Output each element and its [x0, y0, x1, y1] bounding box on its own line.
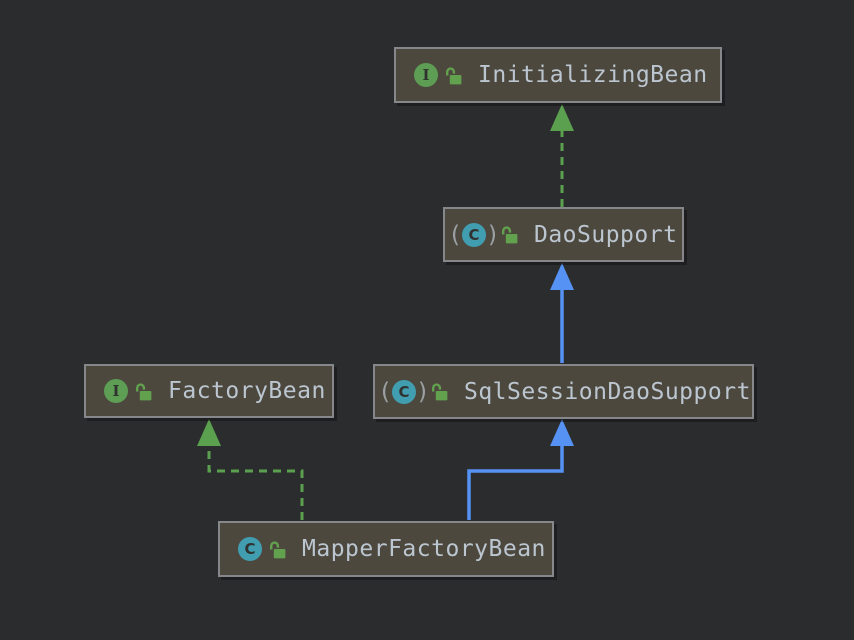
class-node-initializingbean[interactable]: I InitializingBean [394, 47, 722, 103]
class-name-label: MapperFactoryBean [302, 536, 546, 562]
node-icon-cluster: ( C ) [381, 378, 450, 405]
edge-sqlsessiondaosupport-extends-daosupport [550, 263, 574, 363]
arrowhead-implements-icon [550, 104, 574, 131]
interface-icon: I [104, 379, 128, 403]
abstract-class-icon: C [391, 379, 416, 404]
abstract-paren-right: ) [487, 221, 497, 248]
abstract-paren-left: ( [451, 221, 460, 248]
abstract-paren-right: ) [417, 378, 427, 405]
node-icon-cluster: I [104, 379, 154, 403]
public-unlocked-icon [499, 224, 520, 245]
node-icon-cluster: C [238, 537, 288, 561]
abstract-class-icon: C [461, 222, 486, 247]
class-node-daosupport[interactable]: ( C ) DaoSupport [443, 207, 684, 262]
public-unlocked-icon [133, 381, 154, 402]
arrowhead-extends-icon [550, 263, 574, 290]
edge-mapperfactorybean-extends-sqlsessiondaosupport [467, 419, 574, 520]
edge-line-extends [467, 445, 564, 520]
arrowhead-implements-icon [197, 419, 221, 446]
class-node-sqlsessiondaosupport[interactable]: ( C ) SqlSessionDaoSupport [373, 364, 754, 419]
class-name-label: DaoSupport [533, 221, 678, 248]
edge-mapperfactorybean-implements-factorybean [197, 419, 304, 520]
class-node-mapperfactorybean[interactable]: C MapperFactoryBean [218, 521, 554, 577]
node-icon-cluster: ( C ) [451, 221, 520, 248]
public-unlocked-icon [429, 381, 450, 402]
edge-line-implements [207, 445, 304, 520]
class-node-factorybean[interactable]: I FactoryBean [84, 364, 334, 418]
interface-icon: I [414, 63, 438, 87]
class-name-label: InitializingBean [478, 62, 708, 88]
class-name-label: FactoryBean [168, 378, 326, 404]
class-icon: C [238, 537, 262, 561]
arrowhead-extends-icon [550, 419, 574, 446]
abstract-paren-left: ( [381, 378, 390, 405]
class-name-label: SqlSessionDaoSupport [463, 378, 751, 405]
public-unlocked-icon [443, 65, 464, 86]
public-unlocked-icon [267, 539, 288, 560]
edge-daosupport-implements-initializingbean [550, 104, 574, 207]
node-icon-cluster: I [414, 63, 464, 87]
